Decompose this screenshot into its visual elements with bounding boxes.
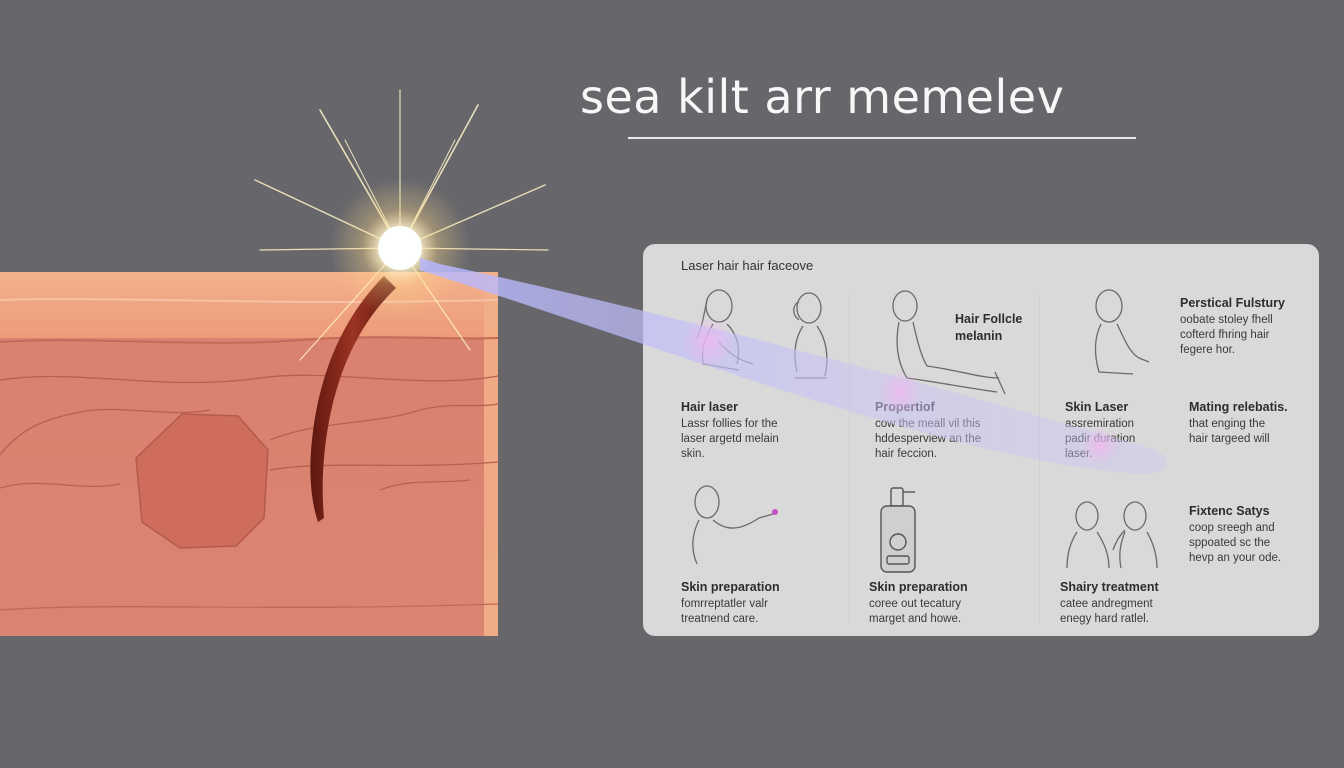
cell-line: fegere hor.: [1180, 344, 1235, 356]
cell-line: enegy hard ratlel.: [1060, 613, 1149, 625]
hair-shaft: [310, 276, 396, 522]
cell-line: catee andregment: [1060, 598, 1153, 610]
cell-heading: Perstical Fulstury: [1180, 296, 1285, 310]
cell-line: coop sreegh and: [1189, 522, 1275, 534]
laser-device-dot: [772, 509, 778, 515]
couple-sketch: [1066, 501, 1158, 569]
cell-line: marget and howe.: [869, 613, 962, 625]
cell-line: assremiration: [1065, 418, 1135, 430]
cell-heading: Shairy treatment: [1060, 580, 1159, 594]
cell-line: padir duration: [1065, 433, 1136, 445]
cell-skin-preparation-2: Skin preparation coree out tecatury marg…: [869, 580, 968, 627]
dermis-line-2: [0, 408, 211, 456]
cell-line: that enging the: [1189, 418, 1266, 430]
cell-heading: Skin Laser: [1065, 400, 1129, 414]
cell-line: Lassr follies for the: [681, 418, 778, 430]
cell-heading: Mating relebatis.: [1189, 400, 1288, 414]
cell-heading: Propertiof: [875, 400, 935, 414]
cell-line: hevp an your ode.: [1189, 552, 1282, 564]
cell-line: oobate stoley fhell: [1180, 314, 1273, 326]
cell-hair-follicle: Hair Follcle melanin: [955, 312, 1022, 344]
cell-line: hair feccion.: [875, 448, 938, 460]
cell-mating: Mating relebatis. that enging the hair t…: [1189, 400, 1288, 447]
cell-line: laser.: [1065, 448, 1093, 460]
title-underline: [628, 137, 1136, 139]
page-title: sea kilt arr memelev: [580, 70, 1065, 124]
cell-heading: Skin preparation: [681, 580, 780, 594]
woman-laser-sketch: [692, 485, 778, 565]
cell-skin-preparation-1: Skin preparation fomrreptatler valr trea…: [681, 580, 780, 627]
laser-flare-core: [378, 226, 422, 270]
dermis-line-7: [0, 603, 499, 611]
dermis-line-1: [0, 374, 499, 384]
dermis-line-6: [379, 479, 471, 491]
panel-divider-1: [849, 294, 850, 624]
cell-skin-laser: Skin Laser assremiration padir duration …: [1065, 400, 1135, 462]
cell-heading: Hair Follcle: [955, 312, 1023, 326]
cell-heading: Fixtenc Satys: [1189, 504, 1270, 518]
cell-persistical: Perstical Fulstury oobate stoley fhell c…: [1180, 296, 1285, 358]
woman-sketch-1: [696, 289, 754, 371]
cell-line: skin.: [681, 448, 705, 460]
panel-divider-2: [1039, 294, 1040, 624]
cell-line: cofterd fhring hair: [1180, 329, 1270, 341]
panel-title: Laser hair hair faceove: [681, 258, 814, 273]
cell-line: hddesperview an the: [875, 433, 982, 445]
follicle-bulb: [135, 413, 269, 549]
woman-sketch-4: [1094, 289, 1150, 375]
cell-line: cow the meall vil this: [875, 418, 981, 430]
serum-bottle-sketch: [880, 487, 916, 573]
cell-line: fomrreptatler valr: [681, 598, 768, 610]
cell-line: laser argetd melain: [681, 433, 779, 445]
cell-line: melanin: [955, 329, 1003, 343]
cell-line: sppoated sc the: [1189, 537, 1271, 549]
cell-line: hair targeed will: [1189, 433, 1270, 445]
cell-fixtenc: Fixtenc Satys coop sreegh and sppoated s…: [1189, 504, 1281, 566]
skin-right-edge: [484, 272, 498, 636]
dermis-line-4: [0, 482, 121, 489]
woman-sketch-2: [793, 292, 828, 379]
cell-shairy-treatment: Shairy treatment catee andregment enegy …: [1060, 580, 1159, 627]
cell-line: coree out tecatury: [869, 598, 962, 610]
info-panel: Laser hair hair faceove: [643, 244, 1319, 636]
cell-hair-laser: Hair laser Lassr follies for the laser a…: [681, 400, 779, 462]
cell-heading: Skin preparation: [869, 580, 968, 594]
cell-properti: Propertiof cow the meall vil this hddesp…: [875, 400, 981, 462]
cell-heading: Hair laser: [681, 400, 738, 414]
cell-line: treatnend care.: [681, 613, 759, 625]
